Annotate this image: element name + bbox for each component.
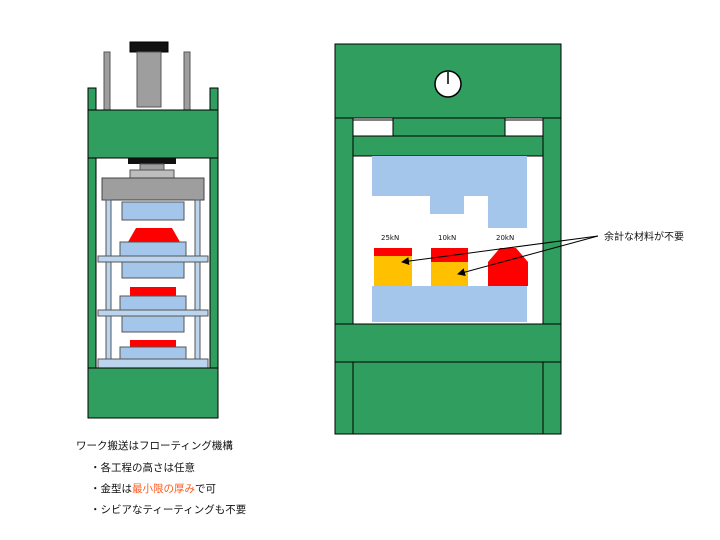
- bolster: [97, 358, 209, 369]
- bullet-2-suffix: で可: [195, 483, 216, 495]
- lower-die-2: [119, 295, 187, 311]
- upper-die-1: [121, 201, 185, 221]
- crown: [87, 109, 219, 159]
- workpiece-2: [130, 287, 176, 296]
- bullet-2-highlight: 最小限の厚み: [132, 483, 195, 495]
- guide-slot-left: [352, 119, 394, 137]
- lower-die-1: [119, 241, 187, 257]
- upper-guide-rod-right: [183, 51, 191, 113]
- ram-neck: [139, 163, 165, 171]
- workpiece-1: [128, 228, 180, 242]
- bullet-3-text: ・シビアなティーティングも不要: [90, 504, 247, 516]
- callout-arrow-1: [401, 235, 599, 266]
- load-label-20kn: 20kN: [496, 234, 515, 242]
- workpiece-3: [130, 340, 176, 347]
- workpiece-25kn-red: [374, 248, 412, 256]
- bullet-2-text: ・金型は: [90, 483, 132, 495]
- right-press: [334, 43, 599, 435]
- cylinder-body: [136, 51, 162, 108]
- caption-bullet-3: ・シビアなティーティングも不要: [90, 502, 246, 517]
- upper-guide-rod-left: [103, 51, 111, 113]
- die-post-left: [105, 199, 112, 363]
- ram-shoulder: [129, 169, 175, 179]
- transfer-plate-2: [97, 309, 209, 317]
- ram-neck-right: [392, 117, 506, 137]
- bullet-1-text: ・各工程の高さは任意: [90, 462, 195, 474]
- caption-bullet-2: ・金型は最小限の厚みで可: [90, 481, 216, 496]
- bed-right: [334, 323, 562, 363]
- ram-right: [352, 135, 544, 157]
- workpiece-25kn-yellow: [374, 256, 412, 286]
- upper-die-3: [121, 315, 185, 333]
- upper-die-2: [121, 261, 185, 279]
- load-label-10kn: 10kN: [438, 234, 457, 242]
- workpiece-10kn-yellow: [431, 262, 468, 286]
- callout-arrow-2: [457, 235, 599, 277]
- ram-bar: [128, 158, 176, 164]
- upper-die-right: [372, 156, 527, 228]
- die-post-right: [194, 199, 201, 363]
- base-right: [334, 361, 562, 435]
- workpiece-10kn-red: [431, 248, 468, 262]
- load-label-25kn: 25kN: [381, 234, 400, 242]
- cylinder-cap: [129, 41, 169, 53]
- lower-die-3: [119, 346, 187, 360]
- ram-slide: [101, 177, 205, 201]
- caption-title: ワーク搬送はフローティング機構: [76, 440, 233, 452]
- guide-slot-right: [504, 119, 544, 137]
- lower-die-right: [372, 286, 527, 322]
- caption-bullet-1: ・各工程の高さは任意: [90, 460, 195, 475]
- left-press: [87, 41, 219, 419]
- callout-text: 余計な材料が不要: [604, 232, 684, 243]
- transfer-plate-1: [97, 255, 209, 263]
- base: [87, 367, 219, 419]
